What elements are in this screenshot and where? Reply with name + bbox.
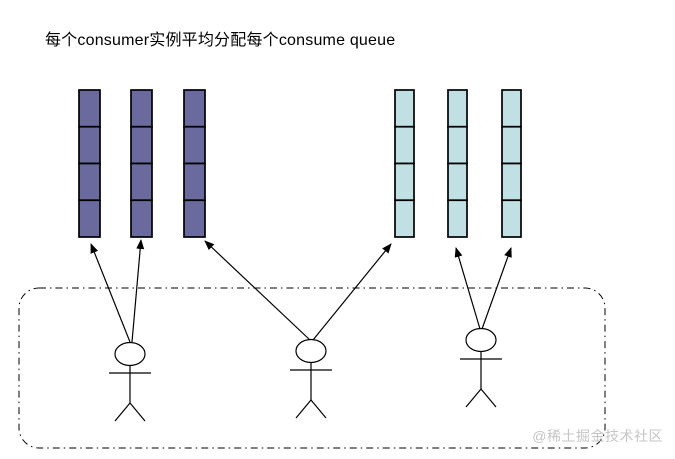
queue-segment <box>78 199 101 238</box>
assignment-arrow <box>312 243 392 341</box>
consumer-group-boundary <box>18 287 606 449</box>
queue-segment <box>130 162 153 202</box>
consumer-head <box>114 341 146 367</box>
assignment-arrow <box>204 240 311 341</box>
consumer-left-leg <box>295 399 312 419</box>
queue-segment <box>130 89 153 128</box>
queue-segment <box>78 162 101 202</box>
consumer-head <box>295 338 327 364</box>
assignment-arrow <box>131 239 145 343</box>
queue-segment <box>183 162 206 202</box>
consumer-right-leg <box>310 399 327 419</box>
queue-segment <box>183 125 206 165</box>
consumer-left-leg <box>114 402 131 422</box>
queue-segment <box>447 199 468 238</box>
queue-segment <box>447 125 468 165</box>
queue-segment <box>394 125 415 165</box>
queue-segment <box>130 199 153 238</box>
queue-segment <box>183 199 206 238</box>
queue-segment <box>501 89 522 128</box>
queue-segment <box>394 162 415 202</box>
queue-segment <box>501 199 522 238</box>
queue-segment <box>501 162 522 202</box>
queue-segment <box>394 89 415 128</box>
consumer-left-leg <box>465 388 482 408</box>
light-consume-queue-column-1 <box>394 89 415 238</box>
consumer-right-leg <box>129 402 146 422</box>
queue-segment <box>130 125 153 165</box>
queue-segment <box>183 89 206 128</box>
diagram-title: 每个consumer实例平均分配每个consume queue <box>45 32 396 49</box>
consumer-1-figure <box>109 341 151 422</box>
watermark: @稀土掘金技术社区 <box>532 428 663 444</box>
queue-segment <box>394 199 415 238</box>
dark-consume-queue-column-1 <box>78 89 101 238</box>
queue-segment <box>447 89 468 128</box>
queue-segment <box>501 125 522 165</box>
dark-consume-queue-column-2 <box>130 89 153 238</box>
consumer-right-leg <box>480 388 497 408</box>
consumer-2-figure <box>290 338 332 419</box>
assignment-arrow <box>481 247 512 330</box>
queue-segment <box>447 162 468 202</box>
consumer-head <box>465 327 497 353</box>
dark-consume-queue-column-3 <box>183 89 206 238</box>
queue-segment <box>78 89 101 128</box>
consumer-3-figure <box>460 327 502 408</box>
queue-segment <box>78 125 101 165</box>
light-consume-queue-column-2 <box>447 89 468 238</box>
light-consume-queue-column-3 <box>501 89 522 238</box>
assignment-arrow <box>90 243 131 343</box>
assignment-arrow <box>454 247 481 330</box>
